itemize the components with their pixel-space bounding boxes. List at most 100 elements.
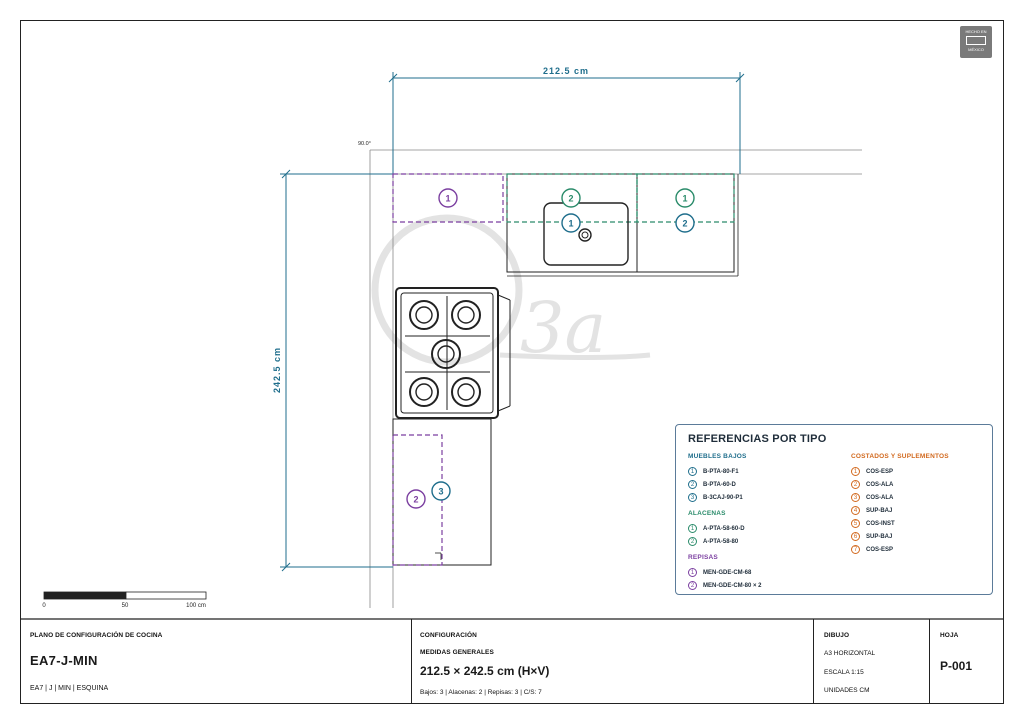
legend-label: A-PTA-58-80 — [703, 538, 739, 545]
angle-label: 90.0° — [358, 141, 371, 147]
marker-muebles_bajos-3[interactable] — [431, 481, 451, 501]
legend-item: 5 COS-INST — [851, 517, 949, 530]
reference-markers: 1 2 1 1 2 2 3 — [406, 188, 695, 509]
legend-item: 2 COS-ALA — [851, 478, 949, 491]
legend-label: B-PTA-60-D — [703, 481, 736, 488]
legend-label: COS-INST — [866, 520, 895, 527]
legend-number: 4 — [851, 506, 860, 515]
scale-label-0: 0 — [42, 603, 46, 609]
legend-number: 2 — [688, 581, 697, 590]
marker-muebles_bajos-2[interactable] — [675, 213, 695, 233]
legend-number: 6 — [851, 532, 860, 541]
general-dimensions: 212.5 × 242.5 cm (H×V) — [420, 664, 550, 678]
marker-number: 2 — [682, 219, 687, 229]
legend-label: COS-ESP — [866, 468, 894, 475]
legend-item: 2 B-PTA-60-D — [688, 478, 762, 491]
sink-icon — [543, 202, 629, 266]
height-dimension-label: 242.5 cm — [272, 347, 282, 393]
legend-item: 1 MEN-GDE-CM-68 — [688, 566, 762, 579]
badge-line-2: MÉXICO — [968, 47, 984, 53]
marker-number: 3 — [438, 487, 443, 497]
legend-label: A-PTA-58-60-D — [703, 525, 745, 532]
legend-title: REFERENCIAS POR TIPO — [688, 433, 827, 445]
legend-number: 1 — [688, 524, 697, 533]
legend-label: SUP-BAJ — [866, 507, 893, 514]
drain-icon — [578, 228, 592, 242]
legend-item: 2 A-PTA-58-80 — [688, 535, 762, 548]
legend-number: 1 — [688, 467, 697, 476]
marker-number: 1 — [682, 194, 687, 204]
drawing-units: UNIDADES CM — [824, 687, 870, 694]
plan-subtitle: EA7 | J | MIN | ESQUINA — [30, 685, 109, 692]
marker-number: 2 — [568, 194, 573, 204]
legend-left-column: MUEBLES BAJOS 1 B-PTA-80-F1 2 B-PTA-60-D 3 B-3… — [688, 453, 762, 592]
legend-label: COS-ALA — [866, 481, 894, 488]
height-dimension — [280, 169, 393, 572]
marker-number: 1 — [445, 194, 450, 204]
hoja-label: HOJA — [940, 632, 959, 639]
legend-label: COS-ALA — [866, 494, 894, 501]
scale-label-50: 50 — [122, 603, 129, 609]
medidas-label: MEDIDAS GENERALES — [420, 649, 494, 656]
legend-label: COS-ESP — [866, 546, 894, 553]
title-block-dibujo: DIBUJO A3 HORIZONTAL ESCALA 1:15 UNIDADE… — [814, 619, 930, 704]
title-block-plan: PLANO DE CONFIGURACIÓN DE COCINA EA7-J-M… — [20, 619, 412, 704]
legend-number: 1 — [688, 568, 697, 577]
legend-item: 1 A-PTA-58-60-D — [688, 522, 762, 535]
legend-number: 7 — [851, 545, 860, 554]
plan-label: PLANO DE CONFIGURACIÓN DE COCINA — [30, 632, 163, 639]
marker-muebles_bajos-1[interactable] — [561, 213, 581, 233]
legend-item: 3 B-3CAJ-90-P1 — [688, 491, 762, 504]
legend-label: B-PTA-80-F1 — [703, 468, 739, 475]
scale-bar — [43, 591, 207, 600]
legend-item: 6 SUP-BAJ — [851, 530, 949, 543]
legend-number: 5 — [851, 519, 860, 528]
width-dimension-label: 212.5 cm — [543, 66, 589, 76]
marker-number: 1 — [568, 219, 573, 229]
legend-number: 2 — [851, 480, 860, 489]
legend-label: MEN-GDE-CM-68 — [703, 569, 752, 576]
legend-item: 4 SUP-BAJ — [851, 504, 949, 517]
legend-number: 2 — [688, 537, 697, 546]
title-block-hoja: HOJA P-001 — [930, 619, 1004, 704]
legend-number: 1 — [851, 467, 860, 476]
width-dimension — [388, 72, 745, 174]
legend-number: 2 — [688, 480, 697, 489]
svg-text:3a: 3a — [520, 287, 606, 369]
legend-group-heading: MUEBLES BAJOS — [688, 453, 747, 460]
legend-label: B-3CAJ-90-P1 — [703, 494, 743, 501]
flag-icon — [966, 36, 986, 46]
marker-number: 2 — [413, 495, 418, 505]
badge-line-1: HECHO EN — [965, 29, 987, 34]
drawing-sheet — [20, 20, 1004, 704]
made-in-mexico-badge: HECHO EN MÉXICO — [960, 26, 992, 58]
repisa-top[interactable] — [392, 173, 504, 223]
legend-number: 3 — [851, 493, 860, 502]
marker-repisas-1[interactable] — [438, 188, 458, 208]
legend-label: MEN-GDE-CM-80 × 2 — [703, 582, 762, 589]
marker-alacenas-2[interactable] — [561, 188, 581, 208]
sheet-number: P-001 — [940, 659, 973, 673]
legend-item: 1 B-PTA-80-F1 — [688, 465, 762, 478]
marker-repisas-2[interactable] — [406, 489, 426, 509]
legend-number: 3 — [688, 493, 697, 502]
stove-icon — [395, 287, 511, 419]
legend-group-heading: ALACENAS — [688, 510, 726, 517]
scale-label-100: 100 cm — [186, 603, 206, 609]
dibujo-label: DIBUJO — [824, 632, 850, 639]
title-block: PLANO DE CONFIGURACIÓN DE COCINA EA7-J-M… — [20, 619, 1004, 704]
legend-group-heading: COSTADOS Y SUPLEMENTOS — [851, 453, 949, 460]
legend-group-heading: REPISAS — [688, 554, 718, 561]
legend-item: 3 COS-ALA — [851, 491, 949, 504]
legend-label: SUP-BAJ — [866, 533, 893, 540]
title-block-config: CONFIGURACIÓN MEDIDAS GENERALES 212.5 × … — [412, 619, 814, 704]
module-summary: Bajos: 3 | Alacenas: 2 | Repisas: 3 | C/… — [420, 689, 542, 696]
config-label: CONFIGURACIÓN — [420, 632, 477, 639]
plan-code: EA7-J-MIN — [30, 653, 98, 668]
paper-format: A3 HORIZONTAL — [824, 650, 876, 657]
legend-item: 2 MEN-GDE-CM-80 × 2 — [688, 579, 762, 592]
marker-alacenas-1[interactable] — [675, 188, 695, 208]
